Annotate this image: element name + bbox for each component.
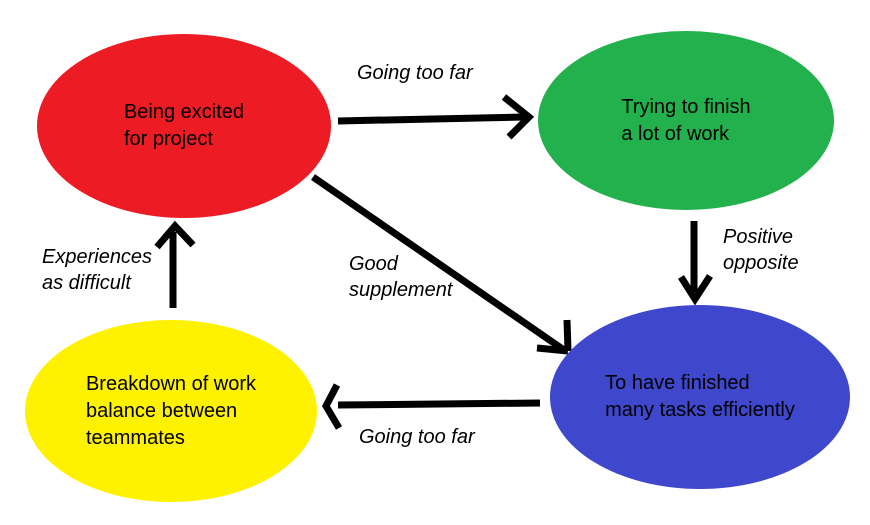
arrowhead-breakdown-to-excited [154,220,196,250]
edge-label-going-too-far-top: Going too far [357,62,473,84]
node-work-breakdown-label: Breakdown of work balance between teamma… [85,372,257,449]
node-trying-finish: Trying to finish a lot of work [538,31,834,210]
edge-label-experiences-as-difficult: Experiences as difficult [42,246,153,294]
node-being-excited-label: Being excited for project [123,101,245,150]
arrowhead-trying-to-finished [678,274,713,306]
arrow-line-excited-to-trying [337,113,525,125]
arrowhead-finished-to-breakdown [321,383,343,430]
node-work-breakdown: Breakdown of work balance between teamma… [25,320,317,502]
arrow-line-finished-to-breakdown [337,399,541,409]
node-being-excited: Being excited for project [37,34,331,218]
node-trying-finish-label: Trying to finish a lot of work [621,95,751,145]
arrowhead-excited-to-finished [536,319,572,355]
node-finished-tasks-label: To have finished many tasks efficiently [605,372,795,421]
edge-label-going-too-far-bottom: Going too far [359,426,475,448]
edge-label-good-supplement: Good supplement [349,253,453,301]
arrowhead-excited-to-trying [501,94,535,140]
edge-label-positive-opposite: Positive opposite [723,226,799,274]
node-finished-tasks: To have finished many tasks efficiently [550,305,850,489]
